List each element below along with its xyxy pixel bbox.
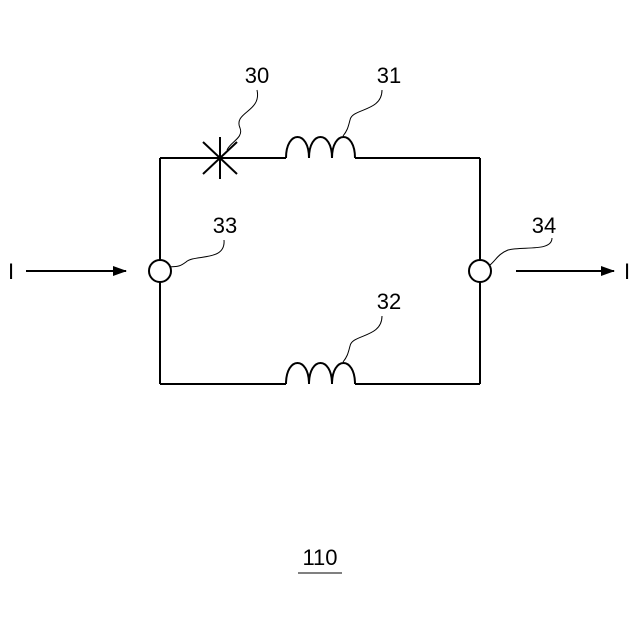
figure-number: 110 [302, 545, 337, 570]
label-30: 30 [245, 63, 269, 88]
leader-30 [227, 90, 258, 150]
current-in-label: I [8, 259, 14, 284]
label-33: 33 [213, 213, 237, 238]
output-terminal [469, 260, 491, 282]
leader-33 [170, 240, 224, 267]
label-34: 34 [532, 213, 556, 238]
leader-32 [343, 316, 382, 362]
leader-34 [490, 238, 552, 265]
label-32: 32 [377, 289, 401, 314]
input-terminal [149, 260, 171, 282]
leader-31 [343, 90, 382, 136]
upper-coil [286, 137, 355, 158]
lower-coil [286, 363, 355, 384]
current-out-label: I [624, 259, 630, 284]
label-31: 31 [377, 63, 401, 88]
